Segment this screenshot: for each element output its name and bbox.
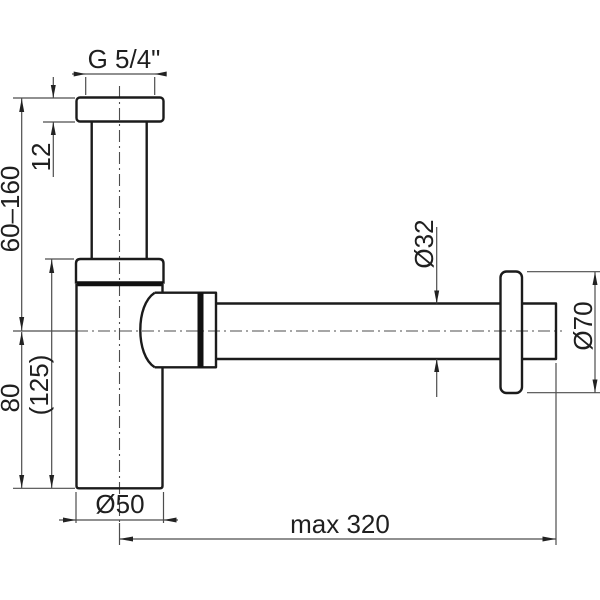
arrowhead (49, 259, 55, 273)
label-pipe-diameter: Ø32 (409, 219, 439, 268)
arrowhead (19, 317, 25, 331)
arrowhead (154, 71, 167, 77)
label-thread-size: G 5/4" (88, 44, 161, 74)
arrowhead (592, 379, 598, 393)
outlet-branch-nut (154, 291, 218, 369)
arrowhead (119, 536, 133, 542)
dimension-lines (19, 71, 598, 542)
outlet-pipe-end (522, 302, 558, 361)
arrowhead (19, 332, 25, 345)
label-body-height-overall: (125) (24, 355, 54, 416)
label-inlet-range: 60–160 (0, 166, 25, 253)
label-max-reach: max 320 (290, 509, 390, 539)
body-cap-ring (74, 257, 165, 284)
arrowhead (63, 517, 76, 523)
arrowhead (73, 71, 86, 77)
centerlines (76, 86, 562, 523)
inlet-nut (75, 96, 165, 123)
arrowhead (50, 85, 56, 98)
branch-fillet-curve (139, 291, 156, 369)
arrowhead (49, 475, 55, 488)
ext-flange (527, 271, 600, 394)
label-flange-diameter: Ø70 (568, 301, 598, 350)
arrowhead (592, 272, 598, 285)
label-cup-diameter: Ø50 (95, 489, 144, 519)
arrowhead (19, 475, 25, 488)
arrowhead (163, 517, 177, 523)
arrowhead (434, 359, 440, 372)
siphon-outline (74, 96, 558, 490)
ext-thread (85, 77, 156, 95)
arrowhead (434, 290, 440, 304)
dimension-labels: G 5/4" 12 60–160 (125) 80 Ø32 Ø70 Ø50 ma… (0, 44, 598, 539)
label-nut-height: 12 (26, 143, 56, 172)
extension-lines (13, 77, 600, 545)
ext-cup-diameter (75, 492, 165, 523)
wall-flange (499, 270, 524, 395)
trap-cup (75, 284, 164, 490)
arrowhead (542, 536, 556, 542)
label-body-height: 80 (0, 384, 25, 413)
arrowhead (19, 98, 25, 112)
outlet-pipe (216, 302, 501, 361)
inlet-pipe (90, 121, 148, 259)
arrowhead (50, 122, 56, 135)
